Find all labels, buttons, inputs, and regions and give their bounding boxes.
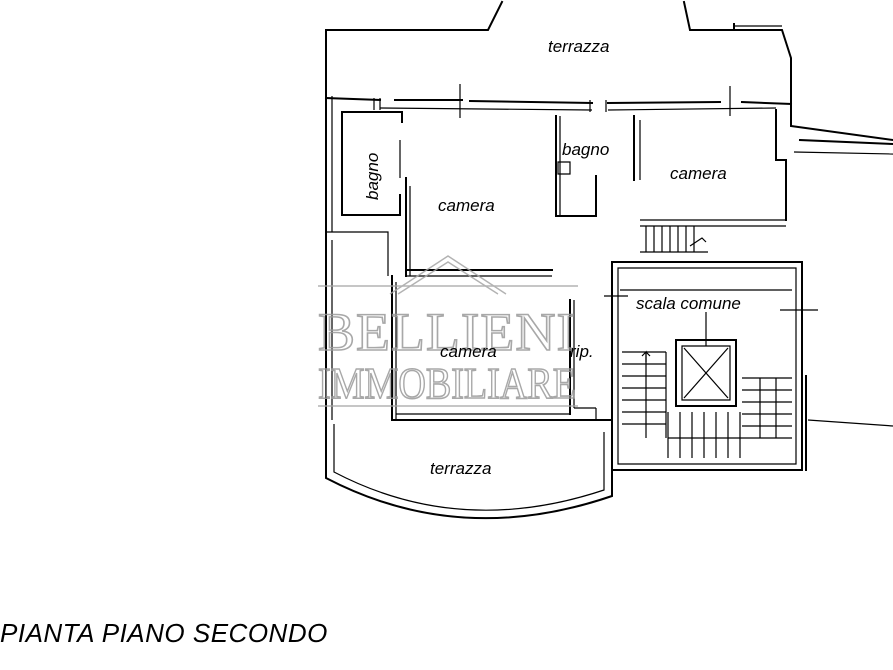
room-label-terrace-top: terrazza bbox=[548, 37, 609, 56]
room-label-storage: rip. bbox=[570, 342, 594, 361]
room-label-bedroom-center: camera bbox=[438, 196, 495, 215]
room-label-bath-left: bagno bbox=[363, 153, 382, 200]
upper-stair-treads bbox=[646, 226, 694, 252]
stair-treads-left bbox=[622, 352, 666, 438]
watermark-line-2: IMMOBILIARE bbox=[318, 359, 576, 408]
walls bbox=[326, 2, 893, 518]
stair-treads-bottom bbox=[668, 412, 792, 458]
room-label-stairs: scala comune bbox=[636, 294, 741, 313]
elevator-shaft bbox=[676, 312, 736, 406]
room-label-bedroom-lower: camera bbox=[440, 342, 497, 361]
room-label-bedroom-right: camera bbox=[670, 164, 727, 183]
room-label-terrace-bottom: terrazza bbox=[430, 459, 491, 478]
agency-watermark: BELLIENI IMMOBILIARE bbox=[317, 256, 578, 409]
room-labels: terrazza bagno bagno camera camera scala… bbox=[363, 37, 741, 478]
watermark-line-1: BELLIENI bbox=[318, 302, 576, 362]
room-label-bath-center: bagno bbox=[562, 140, 609, 159]
stair-treads-right bbox=[742, 378, 792, 438]
plan-title: PIANTA PIANO SECONDO bbox=[0, 618, 328, 648]
